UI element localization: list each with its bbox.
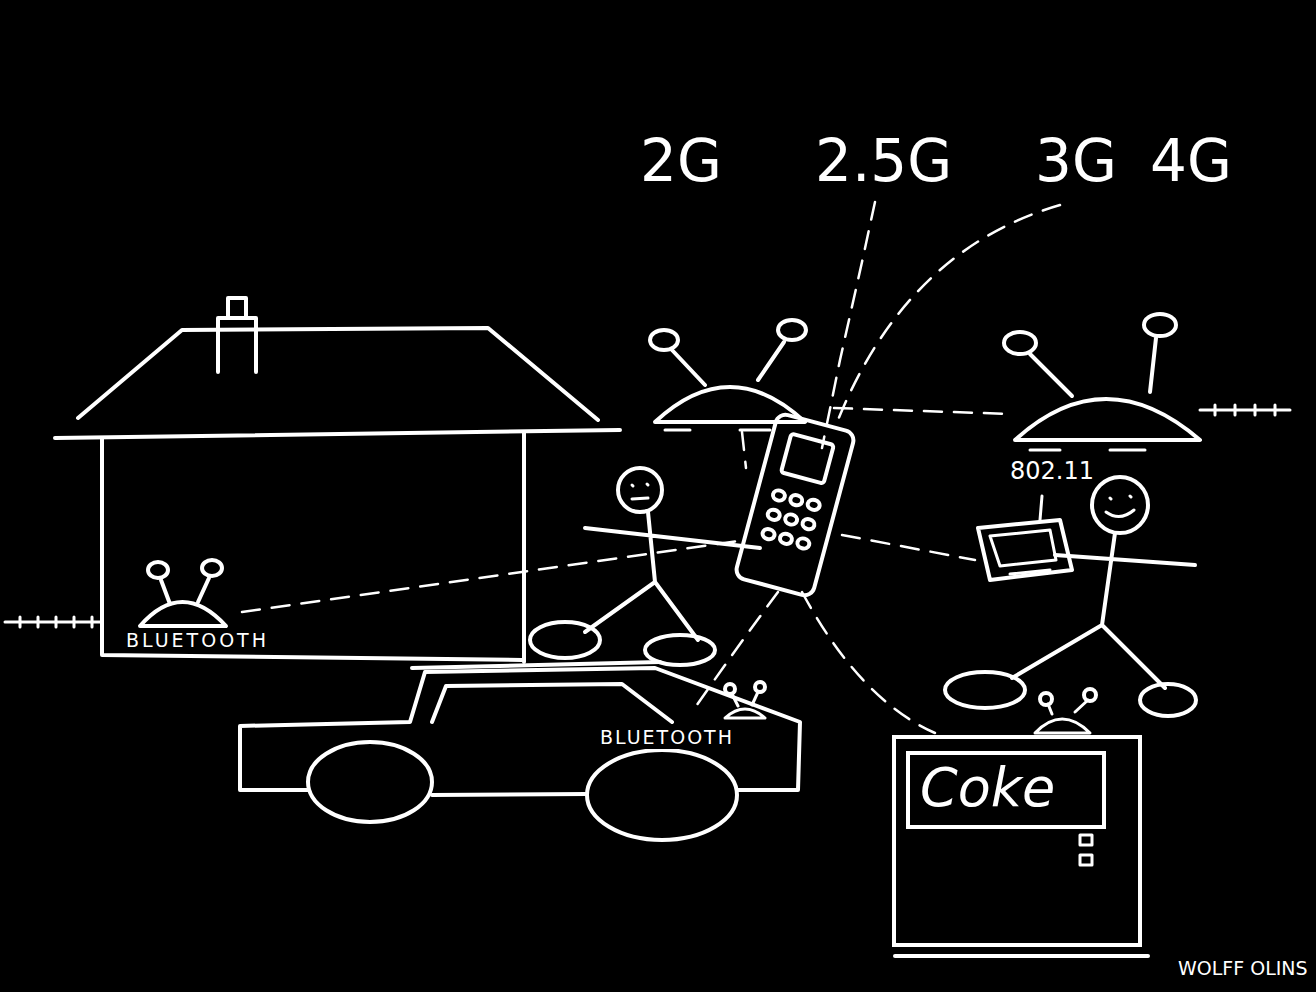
watermark: WOLFF OLINS	[1178, 958, 1308, 980]
antenna-tip	[778, 320, 806, 340]
laptop-antenna	[1040, 496, 1042, 520]
wifi-antenna	[1030, 338, 1156, 396]
car-rack	[412, 662, 660, 668]
house-wall	[102, 432, 524, 662]
hub-antenna	[161, 578, 209, 604]
figure-foot	[945, 672, 1025, 708]
phone-key	[789, 494, 803, 507]
network-generation: 2G	[640, 128, 722, 195]
wifi-dome	[1015, 399, 1200, 440]
antenna-tip	[1040, 693, 1052, 705]
figure-foot	[1140, 684, 1196, 716]
figure-body	[1012, 533, 1195, 688]
figure-head	[1092, 477, 1148, 533]
phone-key	[784, 513, 798, 526]
bluetooth-hub: BLUETOOTH	[124, 630, 271, 652]
phone-key	[796, 537, 810, 550]
signal-line	[822, 202, 875, 448]
laptop-screen	[990, 530, 1056, 574]
antenna-tip	[1004, 332, 1036, 354]
ground-mark	[1030, 449, 1145, 452]
chimney	[218, 298, 256, 372]
antenna-tip	[1144, 314, 1176, 336]
hub-antenna-tip	[202, 560, 222, 576]
car-wheel	[308, 742, 432, 822]
signal-line	[834, 408, 1010, 414]
wire	[1200, 405, 1290, 415]
signal-line	[842, 535, 975, 560]
hub-dome	[140, 602, 226, 626]
base-station-antenna	[672, 342, 784, 385]
phone-key	[807, 498, 821, 511]
antenna-tip	[650, 330, 678, 350]
phone-screen	[781, 434, 834, 484]
figure-body	[585, 512, 760, 640]
signal-line	[242, 540, 745, 612]
network-generation: 2.5G	[815, 128, 952, 195]
device-label: BLUETOOTH	[598, 727, 736, 749]
car-window	[432, 684, 672, 722]
ground-mark	[665, 429, 770, 432]
signal-line	[802, 592, 935, 733]
vending-machine: Coke	[892, 735, 1142, 947]
device-label: 802.11	[1008, 458, 1096, 486]
phone-body	[734, 413, 855, 598]
phone-key	[767, 508, 781, 521]
figure-face	[1106, 496, 1134, 517]
car-bluetooth: BLUETOOTH	[598, 727, 736, 749]
coin-slot	[1080, 855, 1092, 865]
antenna-tip	[1084, 689, 1096, 701]
phone-key	[761, 528, 775, 541]
vending-base	[895, 954, 1148, 958]
wire	[5, 617, 102, 627]
wifi-base-station: 802.11	[1008, 458, 1096, 486]
phone-key	[772, 489, 786, 502]
figure-face	[632, 484, 648, 499]
network-generation: 4G	[1150, 128, 1232, 195]
phone-key	[779, 532, 793, 545]
network-generation: 3G	[1035, 128, 1117, 195]
antenna-tip	[755, 682, 765, 692]
signal-line	[836, 205, 1060, 425]
laptop	[978, 520, 1072, 580]
product-label: Coke	[906, 751, 1106, 829]
phone-key	[801, 518, 815, 531]
signal-line	[742, 432, 746, 468]
figure-head	[618, 468, 662, 512]
signal-line	[692, 592, 778, 712]
house-roof	[78, 328, 598, 420]
figure-foot	[530, 622, 600, 658]
hub-antenna-tip	[148, 562, 168, 578]
car-wheel	[587, 750, 737, 840]
antenna-tip	[725, 684, 735, 694]
coin-slot	[1080, 835, 1092, 845]
house-eave	[55, 430, 620, 438]
car-body	[240, 668, 800, 795]
device-label: BLUETOOTH	[124, 630, 271, 652]
